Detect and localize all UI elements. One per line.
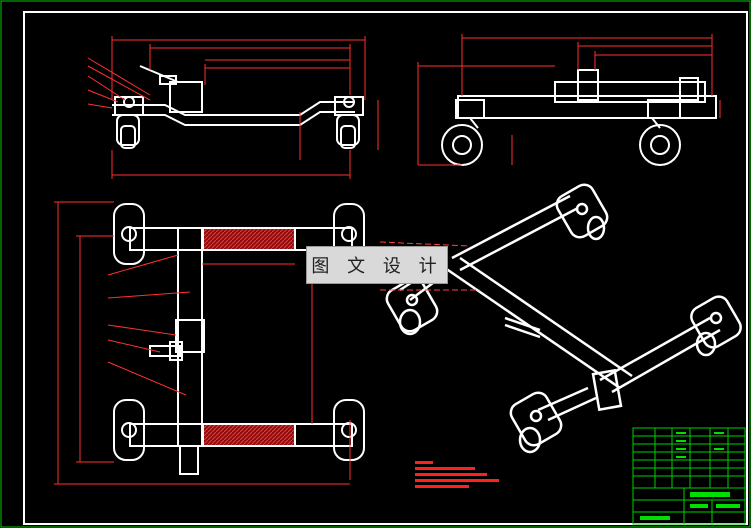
- grip-hatch-top: [202, 227, 296, 251]
- title-block: [632, 427, 746, 525]
- title-block-text-marks: [640, 432, 740, 520]
- side-view-dimensions: [417, 34, 721, 166]
- grip-hatch-bottom: [202, 423, 296, 447]
- watermark-label: 图 文 设 计: [306, 246, 448, 284]
- isometric-centerlines: [379, 241, 480, 291]
- front-view: [112, 65, 364, 149]
- isometric-view: [385, 183, 742, 454]
- drawing-frame: [23, 11, 748, 525]
- side-view: [441, 69, 717, 166]
- front-view-dimensions: [87, 36, 379, 179]
- top-view-dimensions: [54, 201, 351, 485]
- technical-notes: [415, 461, 499, 488]
